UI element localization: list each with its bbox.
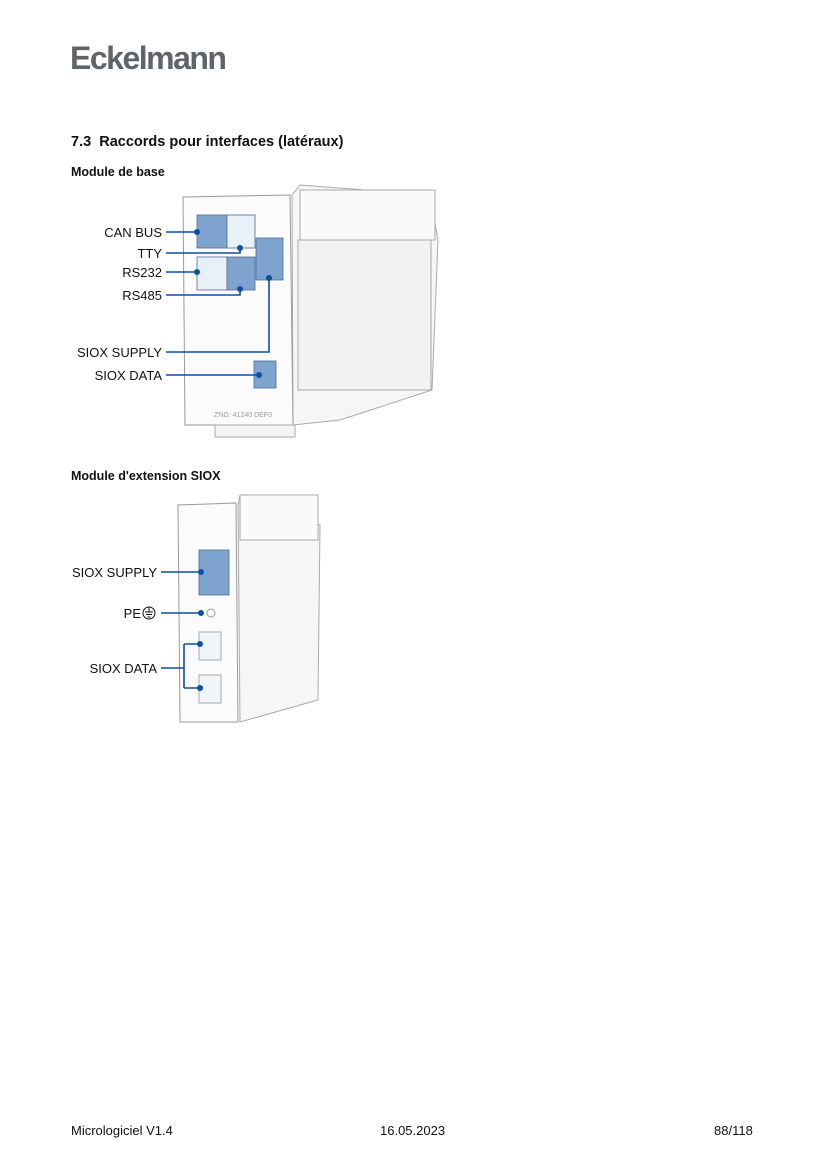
siox-leader-lines <box>161 571 201 689</box>
label-siox-supply: SIOX SUPPLY <box>76 345 162 360</box>
label-siox-data: SIOX DATA <box>94 368 162 383</box>
section-heading: 7.3 Raccords pour interfaces (latéraux) <box>71 134 343 150</box>
label-rs232: RS232 <box>122 265 162 280</box>
label-rs485: RS485 <box>122 288 162 303</box>
section-title: Raccords pour interfaces (latéraux) <box>99 134 344 150</box>
label-can-bus: CAN BUS <box>104 225 162 240</box>
label-tty: TTY <box>137 246 162 261</box>
label-siox-data-ext: SIOX DATA <box>89 661 157 676</box>
base-connectors <box>196 214 284 389</box>
label-pe: PE <box>123 606 141 621</box>
drawing-number: ZNG: 41240 DEF0 <box>214 412 272 419</box>
footer-page-number: 88/118 <box>714 1123 753 1138</box>
eckelmann-logo: Eckelmann <box>70 40 227 76</box>
siox-leader-dots <box>197 569 204 691</box>
section-number: 7.3 <box>71 134 92 150</box>
base-leader-lines <box>166 231 270 376</box>
label-siox-supply-ext: SIOX SUPPLY <box>71 565 157 580</box>
base-leader-dots <box>194 229 272 378</box>
footer-software-version: Micrologiciel V1.4 <box>71 1123 173 1138</box>
siox-supply-connector <box>198 549 230 596</box>
figure1-title: Module de base <box>71 165 165 179</box>
ground-icon <box>142 606 156 620</box>
pe-screw <box>206 608 216 618</box>
figure2-title: Module d'extension SIOX <box>71 469 221 483</box>
footer-date: 16.05.2023 <box>380 1123 446 1138</box>
